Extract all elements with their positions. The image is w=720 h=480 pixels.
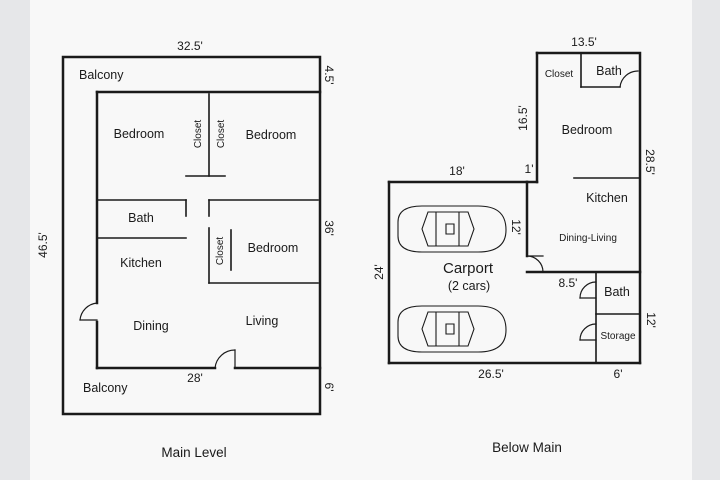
room-below-kitchen: Kitchen [586,191,628,205]
below-bottom-right-dim: 6' [614,367,623,381]
below-top-dim: 13.5' [571,35,597,49]
below-right-lower-dim: 12' [644,312,658,328]
below-left-upper-dim: 16.5' [516,105,530,131]
room-carport-note: (2 cars) [448,279,490,293]
below-main-plan [387,51,642,365]
main-balcony-top-dim: 4.5' [322,66,336,85]
main-door-swings [79,302,236,369]
carport-top-dim: 18' [449,164,465,178]
room-below-bath-top: Bath [596,64,622,78]
room-bedroom-right: Bedroom [246,128,297,142]
room-dining: Dining [133,319,168,333]
main-balcony-bottom-dim: 6' [322,383,336,392]
room-carport: Carport [443,260,494,277]
room-below-bath: Bath [604,285,630,299]
room-kitchen: Kitchen [120,256,162,270]
below-bottom-dim: 26.5' [478,367,504,381]
main-outer-wall [61,55,322,416]
balcony-door-swing [214,349,236,369]
main-level-caption: Main Level [161,445,226,460]
room-closet-b: Closet [216,120,227,149]
room-below-storage: Storage [600,331,635,342]
room-bath: Bath [128,211,154,225]
main-bottom-dim: 28' [187,371,203,385]
jog-dim: 1' [525,162,534,176]
main-height-dim: 46.5' [36,232,50,258]
below-main-caption: Below Main [492,440,562,455]
car-top-icon [397,205,507,253]
room-closet-a: Closet [193,120,204,149]
room-below-dining-living: Dining-Living [559,233,617,244]
bath-top-door-swing [619,70,639,88]
car-bottom-icon [397,305,507,353]
bath-left-dim: 8.5' [559,276,578,290]
main-level-plan [61,55,322,416]
room-closet-c: Closet [215,237,226,266]
main-width-dim: 32.5' [177,39,203,53]
room-balcony-top: Balcony [79,68,124,82]
room-bedroom-mid: Bedroom [248,241,299,255]
main-right-dim: 36' [322,220,336,236]
below-right-upper-dim: 28.5' [643,149,657,175]
storage-door-swing [579,323,597,341]
below-right-wall [535,51,642,365]
carport-left-dim: 24' [372,264,386,280]
left-door-swing [79,302,98,321]
room-bedroom-left: Bedroom [114,127,165,141]
room-below-closet: Closet [545,69,574,80]
bath-door-swing [579,281,597,299]
room-living: Living [246,314,279,328]
carport-inner-dim: 12' [509,219,523,235]
room-balcony-bottom: Balcony [83,381,128,395]
below-door-swings [526,70,639,341]
room-below-bedroom: Bedroom [562,123,613,137]
